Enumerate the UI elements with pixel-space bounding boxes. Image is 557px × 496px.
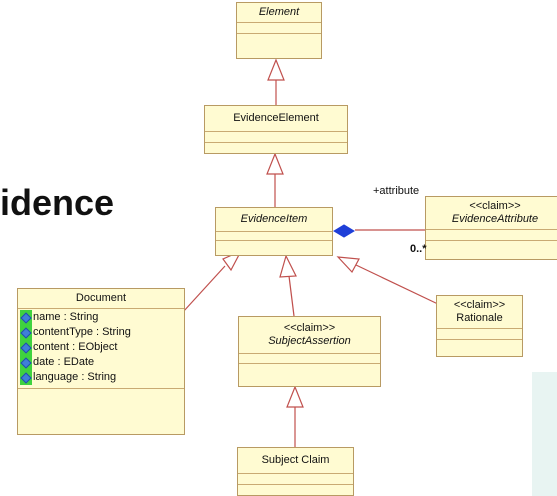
attributes-compartment	[237, 23, 321, 34]
association-role-label: +attribute	[373, 185, 420, 197]
class-header: <<claim>> EvidenceAttribute	[426, 197, 557, 230]
class-name: EvidenceItem	[216, 208, 332, 232]
attributes-compartment: name : String contentType : String conte…	[18, 309, 184, 389]
class-name: Subject Claim	[238, 448, 353, 474]
stereotype: <<claim>>	[283, 322, 336, 334]
attribute-row[interactable]: language : String	[20, 370, 184, 385]
class-name: Element	[237, 3, 321, 23]
class-element[interactable]: Element	[236, 2, 322, 59]
attributes-compartment	[239, 354, 380, 364]
attributes-compartment	[205, 132, 347, 143]
class-evidence-attribute[interactable]: <<claim>> EvidenceAttribute	[425, 196, 557, 260]
generalization-arrowhead	[266, 152, 284, 175]
public-visibility-icon	[20, 340, 32, 355]
attributes-compartment	[238, 474, 353, 485]
attribute-row[interactable]: date : EDate	[20, 355, 184, 370]
class-subject-assertion[interactable]: <<claim>> SubjectAssertion	[238, 316, 381, 387]
slide-title-fragment: idence	[0, 182, 115, 223]
association-multiplicity-label: 0..*	[410, 243, 427, 255]
generalization-document-evidenceitem	[182, 265, 226, 313]
generalization-arrowhead	[279, 254, 297, 278]
generalization-arrowhead	[286, 385, 304, 408]
generalization-rationale-evidenceitem	[355, 264, 441, 306]
attributes-compartment	[426, 230, 557, 241]
public-visibility-icon	[20, 310, 32, 325]
generalization-arrowhead	[267, 58, 285, 81]
class-header: <<claim>> Rationale	[437, 296, 522, 329]
composition-diamond	[333, 224, 355, 238]
attribute-row[interactable]: name : String	[20, 310, 184, 325]
class-name: EvidenceAttribute	[451, 213, 539, 225]
stereotype: <<claim>>	[469, 200, 521, 212]
class-subject-claim[interactable]: Subject Claim	[237, 447, 354, 496]
class-evidence-item[interactable]: EvidenceItem	[215, 207, 333, 256]
generalization-arrowhead	[336, 256, 360, 274]
class-rationale[interactable]: <<claim>> Rationale	[436, 295, 523, 357]
class-document[interactable]: Document name : String contentType : Str…	[17, 288, 185, 435]
class-name: EvidenceElement	[205, 106, 347, 132]
stereotype: <<claim>>	[453, 299, 506, 311]
class-name: Rationale	[456, 312, 503, 324]
class-evidence-element[interactable]: EvidenceElement	[204, 105, 348, 154]
attributes-compartment	[216, 232, 332, 241]
public-visibility-icon	[20, 355, 32, 370]
generalization-subjectassertion-evidenceitem	[288, 275, 295, 317]
attribute-row[interactable]: content : EObject	[20, 340, 184, 355]
attribute-row[interactable]: contentType : String	[20, 325, 184, 340]
class-header: <<claim>> SubjectAssertion	[239, 317, 380, 354]
class-name: Document	[18, 289, 184, 309]
public-visibility-icon	[20, 325, 32, 340]
background-panel-fragment	[532, 372, 557, 496]
public-visibility-icon	[20, 370, 32, 385]
attributes-compartment	[437, 329, 522, 340]
class-name: SubjectAssertion	[268, 335, 351, 347]
